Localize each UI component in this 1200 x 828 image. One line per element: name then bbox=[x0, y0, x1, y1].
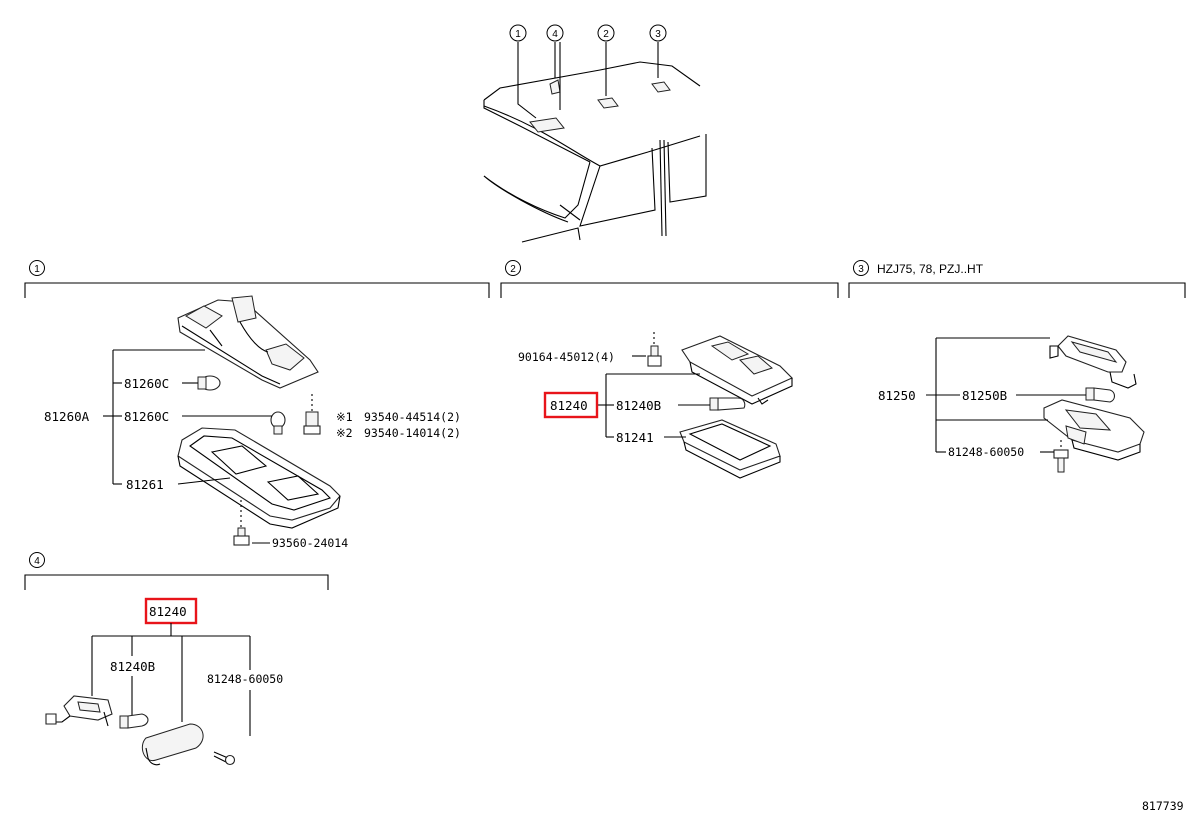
figure-number: 817739 bbox=[1142, 799, 1184, 813]
label-81260C-bottom: 81260C bbox=[124, 409, 169, 424]
label-81260A: 81260A bbox=[44, 409, 90, 424]
section-2: 90164-45012(4) 81240 81240B 81241 bbox=[518, 332, 793, 479]
callout-circle-4: 4 bbox=[546, 24, 564, 42]
label-81248-60050-section3: 81248-60050 bbox=[948, 445, 1024, 459]
bulb-81240B bbox=[709, 397, 746, 411]
section-header-1: 1 bbox=[24, 260, 490, 298]
vehicle-roof-view: 1 4 2 3 bbox=[483, 24, 707, 243]
socket-93540 bbox=[303, 394, 321, 435]
label-93560-24014: 93560-24014 bbox=[272, 536, 348, 550]
label-81260C-top: 81260C bbox=[124, 376, 169, 391]
bulb-81250B bbox=[1085, 387, 1116, 403]
label-81250: 81250 bbox=[878, 388, 916, 403]
svg-text:2: 2 bbox=[510, 264, 516, 275]
svg-text:1: 1 bbox=[34, 264, 40, 275]
screw-81248-60050-section4 bbox=[213, 751, 236, 766]
note2-mark: ※2 bbox=[336, 426, 353, 440]
label-81240B-section4: 81240B bbox=[110, 659, 155, 674]
callout-circle-1: 1 bbox=[509, 24, 527, 42]
label-81240-section4: 81240 bbox=[149, 604, 187, 619]
label-81248-60050-section4: 81248-60050 bbox=[207, 672, 283, 686]
svg-text:3: 3 bbox=[655, 29, 661, 40]
socket-assembly-81240 bbox=[45, 695, 113, 727]
bulb-81260C-bottom bbox=[270, 411, 286, 435]
section-3: 81250 81250B 81248-60050 bbox=[878, 335, 1145, 473]
lamp-body-81250 bbox=[1043, 399, 1145, 461]
label-93540-14014: 93540-14014(2) bbox=[364, 426, 461, 440]
lens-81261 bbox=[177, 427, 341, 529]
lens-81240-section4 bbox=[141, 723, 204, 766]
section3-title: HZJ75, 78, PZJ..HT bbox=[877, 262, 984, 276]
label-93540-44514: 93540-44514(2) bbox=[364, 410, 461, 424]
section-1: 81260A 81260C 81260C 81261 93560-24014 ※… bbox=[44, 295, 461, 550]
lamp-housing-81240 bbox=[681, 335, 793, 405]
callout-circle-2: 2 bbox=[597, 24, 615, 42]
highlight-81240-section2 bbox=[543, 391, 599, 419]
label-81240-section2: 81240 bbox=[550, 398, 588, 413]
screw-93560-24014 bbox=[233, 500, 250, 546]
label-81241: 81241 bbox=[616, 430, 654, 445]
svg-text:4: 4 bbox=[34, 556, 40, 567]
label-81261: 81261 bbox=[126, 477, 164, 492]
section-header-4: 4 bbox=[24, 552, 329, 590]
svg-text:3: 3 bbox=[858, 264, 864, 275]
screw-90164-45012 bbox=[647, 332, 662, 367]
label-81250B: 81250B bbox=[962, 388, 1007, 403]
screw-81248-60050-section3 bbox=[1053, 440, 1069, 473]
svg-text:4: 4 bbox=[552, 29, 558, 40]
lamp-housing-81260A bbox=[177, 295, 319, 389]
note1-mark: ※1 bbox=[336, 410, 353, 424]
bulb-81260C-top bbox=[197, 375, 221, 391]
bracket-81250 bbox=[1049, 335, 1137, 389]
label-81240B-section2: 81240B bbox=[616, 398, 661, 413]
bulb-81240B-section4 bbox=[119, 713, 149, 729]
section-header-3: 3 HZJ75, 78, PZJ..HT bbox=[848, 260, 1186, 298]
callout-circle-3: 3 bbox=[649, 24, 667, 42]
label-90164-45012: 90164-45012(4) bbox=[518, 350, 615, 364]
section-4: 81240 81240B 81248-60050 bbox=[45, 597, 283, 766]
svg-text:1: 1 bbox=[515, 29, 521, 40]
lens-81241 bbox=[679, 419, 781, 479]
svg-text:2: 2 bbox=[603, 29, 609, 40]
section-header-2: 2 bbox=[500, 260, 839, 298]
